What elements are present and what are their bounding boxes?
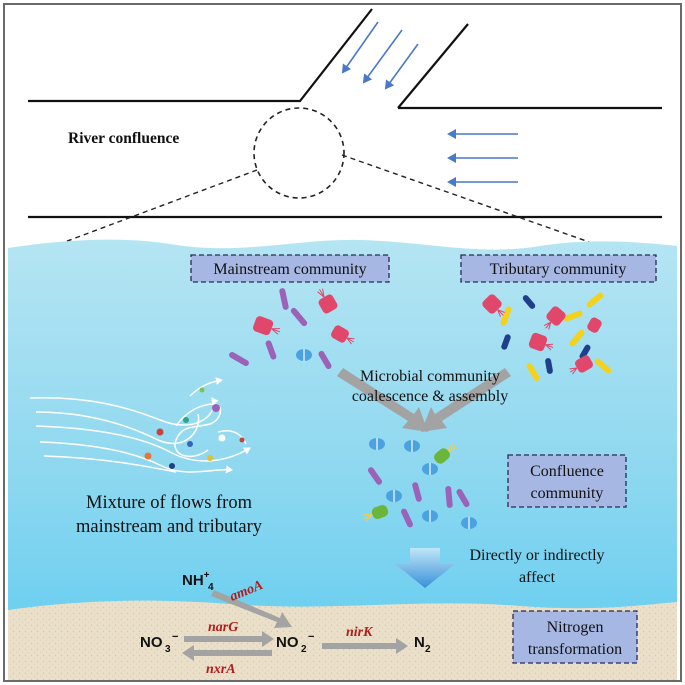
mixture-label-line1: Mixture of flows from xyxy=(86,493,253,513)
nitrogen-label-line2: transformation xyxy=(528,641,622,658)
river-confluence-label: River confluence xyxy=(68,130,179,147)
water-body xyxy=(8,239,677,620)
amoA-arrow xyxy=(211,590,292,628)
confluence-zoom-circle xyxy=(253,107,345,199)
narG-label: narG xyxy=(208,620,238,635)
confluence-community-box xyxy=(507,454,627,508)
river-banks xyxy=(28,8,662,219)
zoom-line-right xyxy=(341,154,593,244)
nitrogen-transformation-box xyxy=(512,610,638,664)
n2-species: N 2 xyxy=(414,634,431,655)
nitrogen-label-line1: Nitrogen xyxy=(547,619,604,636)
svg-text:NH+: NH+ xyxy=(182,570,210,589)
no3-text: NO xyxy=(140,634,163,651)
mainstream-microbes xyxy=(229,288,355,370)
flow-mixture-particles xyxy=(144,387,245,469)
no3-species: NO 3 − xyxy=(140,631,178,655)
confluence-microbes xyxy=(363,438,477,529)
affect-label-line2: affect xyxy=(519,569,556,586)
n2-text: N xyxy=(414,634,425,651)
no3-sub: 3 xyxy=(165,644,171,655)
svg-text:NO: NO xyxy=(140,634,163,651)
coalescence-label-line2: coalescence & assembly xyxy=(352,388,508,405)
no2-species: NO 2 − xyxy=(276,631,314,655)
mixture-label-line2: mainstream and tributary xyxy=(76,517,263,537)
no2-sub: 2 xyxy=(301,644,307,655)
nirK-arrow xyxy=(322,638,408,654)
nh4-sub: 4 xyxy=(208,582,214,593)
nh4-species: NH+ 4 xyxy=(182,570,214,593)
mainstream-flow-arrows xyxy=(447,129,518,187)
svg-text:NO: NO xyxy=(276,634,299,651)
mainstream-community-box xyxy=(190,254,390,283)
affect-label-line1: Directly or indirectly xyxy=(469,547,604,564)
nirK-label: nirK xyxy=(346,625,374,640)
nxrA-label: nxrA xyxy=(206,662,236,677)
nxrA-arrow xyxy=(182,645,272,661)
tributary-community-box xyxy=(460,254,657,283)
affect-down-arrow xyxy=(395,548,455,588)
no2-sup: − xyxy=(308,631,314,643)
n2-sub: 2 xyxy=(425,644,431,655)
sediment-layer xyxy=(8,600,677,680)
zoom-line-left xyxy=(61,169,258,244)
flow-mixture-swirls xyxy=(29,377,251,474)
coalescence-label-line1: Microbial community xyxy=(360,368,500,385)
nh4-sup: + xyxy=(204,570,210,581)
confluence-community-label-line2: community xyxy=(531,485,604,502)
no2-text: NO xyxy=(276,634,299,651)
narG-arrow xyxy=(184,631,274,647)
svg-text:N: N xyxy=(414,634,425,651)
confluence-community-label-line1: Confluence xyxy=(530,463,604,480)
tributary-community-label: Tributary community xyxy=(490,261,627,278)
tributary-microbes xyxy=(482,292,612,382)
coalescence-arrows xyxy=(337,368,511,432)
no3-sup: − xyxy=(172,631,178,643)
nh4-text: NH xyxy=(182,572,204,589)
mainstream-community-label: Mainstream community xyxy=(213,261,366,278)
tributary-flow-arrows xyxy=(341,21,419,90)
